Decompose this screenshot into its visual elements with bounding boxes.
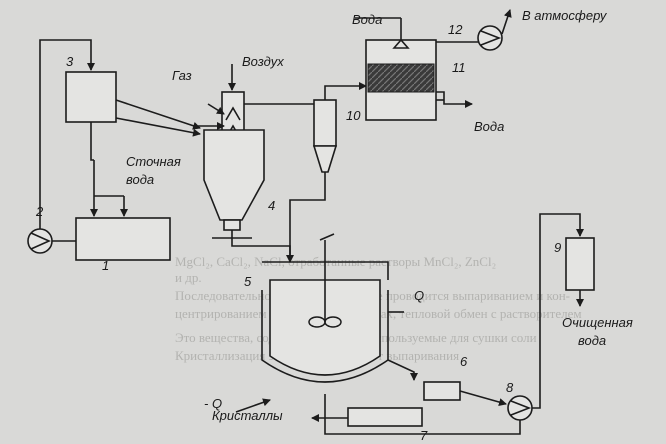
label-q: Q: [414, 288, 424, 303]
line-5-to-8: [324, 394, 521, 435]
label-crystals: Кристаллы: [212, 408, 283, 423]
label-air: Воздух: [242, 54, 284, 69]
pump-2-mark: [30, 232, 51, 250]
agitator-blade-right: [324, 316, 342, 328]
line-10-to-11: [324, 82, 367, 100]
cyclone-10-cone: [312, 145, 338, 173]
label-clean-water-2: вода: [578, 333, 606, 348]
line-10-to-5: [289, 172, 326, 262]
line-3-down: [90, 122, 94, 161]
label-clean-water-1: Очищенная: [562, 315, 633, 330]
line-8-to-9: [532, 213, 584, 409]
number-6: 6: [460, 354, 468, 369]
unit-7: [347, 407, 423, 427]
number-1: 1: [102, 258, 109, 273]
number-9: 9: [554, 240, 561, 255]
water-outlet: [436, 91, 473, 108]
atmosphere-arrow: [501, 9, 512, 35]
unit-6: [423, 381, 461, 401]
number-7: 7: [420, 428, 428, 443]
gas-arrow: [207, 103, 225, 115]
agitator-motor: [319, 233, 335, 241]
label-atmosphere: В атмосферу: [522, 8, 608, 23]
filter-9: [565, 237, 595, 291]
line-6-to-8: [459, 390, 507, 406]
label-wastewater-1: Сточная: [126, 154, 181, 169]
label-water-top: Вода: [352, 12, 382, 27]
minus-q-arrow: [235, 398, 271, 413]
tank-3: [65, 71, 117, 123]
line-3-to-4b: [115, 117, 201, 137]
label-water-out: Вода: [474, 119, 504, 134]
line-5-to-6: [387, 359, 418, 381]
line-3-to-4: [115, 99, 201, 130]
line-2-to-3: [39, 39, 95, 229]
pump-8-mark: [510, 400, 532, 416]
number-12: 12: [448, 22, 463, 37]
number-4: 4: [268, 198, 275, 213]
hopper-4-outlet: [223, 219, 241, 231]
number-10: 10: [346, 108, 361, 123]
label-wastewater-2: вода: [126, 172, 154, 187]
hopper-4: [203, 129, 265, 221]
number-5: 5: [244, 274, 252, 289]
absorber-11-packing: [367, 63, 435, 93]
crystallizer-5: [269, 279, 381, 376]
crystallizer-5-jacket: [261, 290, 389, 383]
bg-line-2: и др.: [175, 270, 202, 285]
tank-1: [75, 217, 171, 261]
label-minus-q: - Q: [204, 396, 222, 411]
number-2: 2: [35, 204, 44, 219]
fan-12-mark: [480, 30, 502, 46]
number-11: 11: [452, 60, 466, 75]
crystallizer-5-top: [262, 261, 389, 280]
water-sprayer: [392, 38, 410, 49]
number-8: 8: [506, 380, 514, 395]
cyclone-10: [313, 99, 337, 147]
label-gas: Газ: [172, 68, 192, 83]
number-3: 3: [66, 54, 74, 69]
